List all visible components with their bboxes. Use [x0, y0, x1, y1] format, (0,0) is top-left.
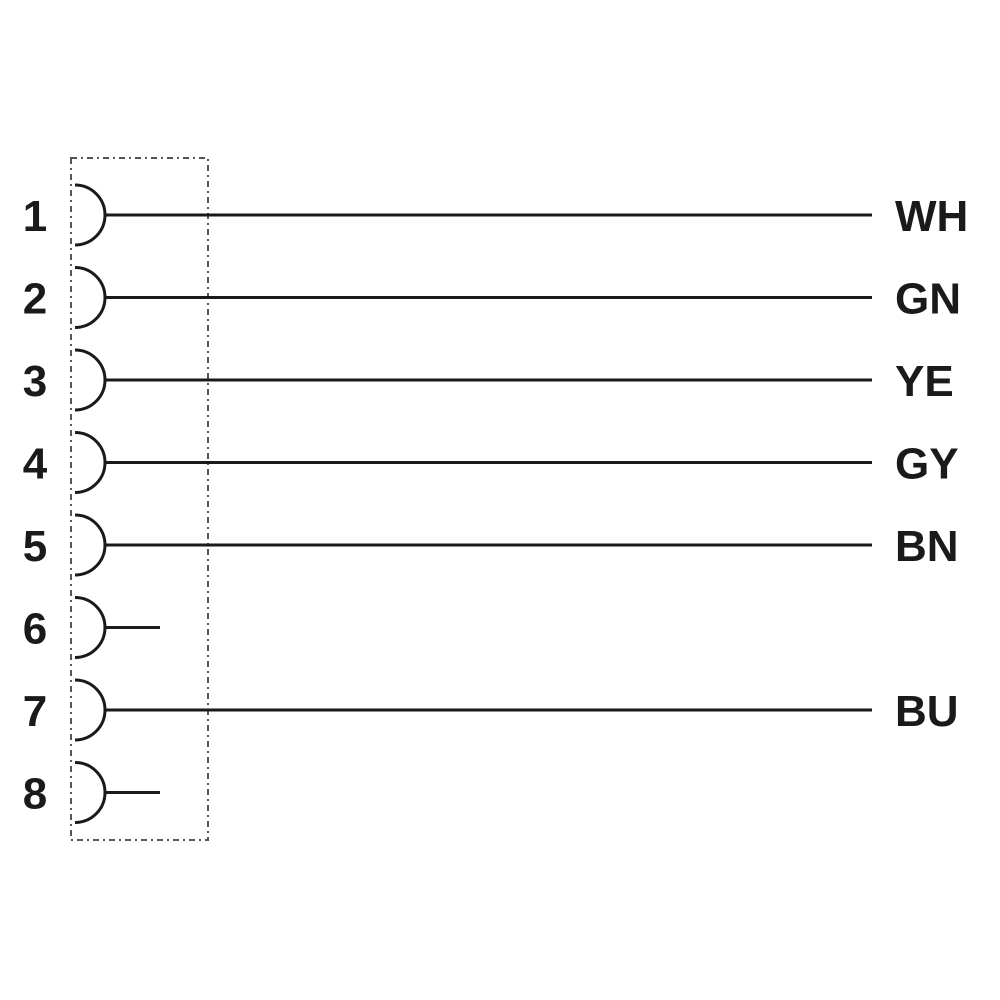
wire-color-label: BU: [895, 687, 959, 736]
pin-number: 2: [23, 275, 47, 324]
pin-row: 8: [23, 761, 160, 824]
pin-row: 1 WH: [23, 183, 968, 247]
pin-number: 6: [23, 605, 47, 654]
socket-contact-icon: [74, 348, 107, 412]
pin-number: 8: [23, 770, 47, 819]
pin-number: 3: [23, 357, 47, 406]
pin-row: 6: [23, 596, 160, 659]
pin-number: 4: [23, 440, 48, 489]
socket-contact-icon: [74, 266, 107, 329]
pin-row: 7 BU: [23, 678, 959, 742]
socket-contact-icon: [74, 596, 107, 659]
wire-color-label: YE: [895, 357, 954, 406]
pin-row: 3 YE: [23, 348, 954, 412]
socket-contact-icon: [74, 761, 107, 824]
pin-number: 1: [23, 192, 47, 241]
wire-color-label: WH: [895, 192, 968, 241]
connector-housing: [70, 157, 209, 841]
pin-row: 4 GY: [23, 431, 959, 494]
pin-row: 5 BN: [23, 513, 959, 577]
socket-contact-icon: [74, 431, 107, 494]
pin-number: 7: [23, 687, 47, 736]
pin-row: 2 GN: [23, 266, 961, 329]
socket-contact-icon: [74, 513, 107, 577]
pins-layer: 1 WH 2 GN 3 YE 4 GY 5 BN 6 7 BU 8: [23, 183, 968, 824]
wire-color-label: GY: [895, 440, 959, 489]
wire-color-label: GN: [895, 275, 961, 324]
wire-color-label: BN: [895, 522, 959, 571]
socket-contact-icon: [74, 183, 107, 247]
socket-contact-icon: [74, 678, 107, 742]
pin-number: 5: [23, 522, 47, 571]
